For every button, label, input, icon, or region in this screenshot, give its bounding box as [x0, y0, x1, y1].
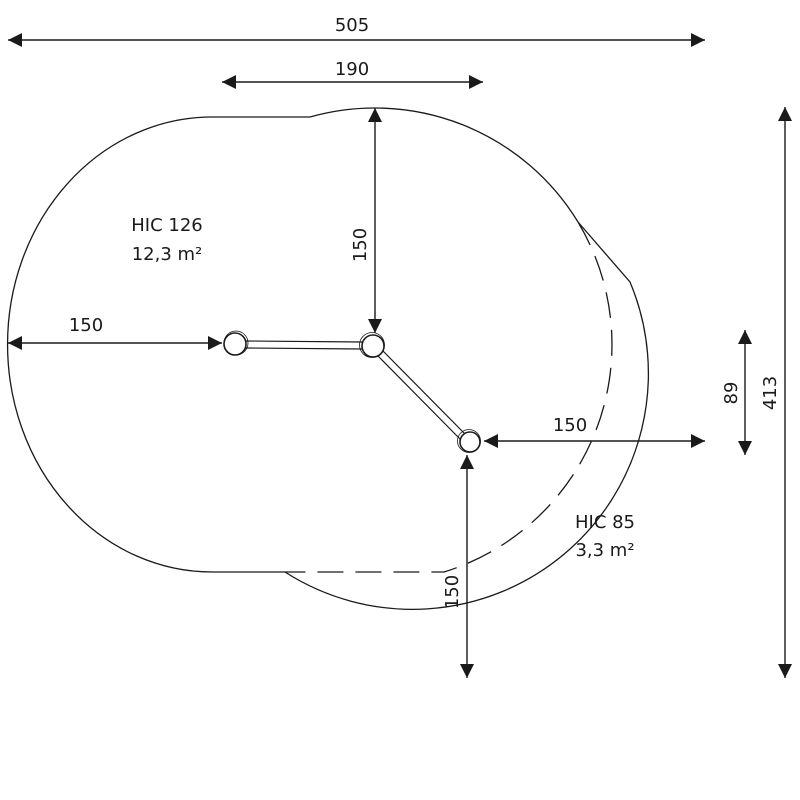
main-zone-outline — [6, 116, 310, 573]
dim-offset-label: 89 — [721, 382, 742, 405]
dim-radius-bottom-label: 150 — [442, 575, 463, 609]
main-zone-hic: HIC 126 — [131, 215, 203, 236]
dim-radius-top-label: 150 — [350, 228, 371, 262]
dim-total-depth-label: 413 — [760, 376, 781, 410]
post-center — [359, 332, 385, 358]
dim-radius-left-label: 150 — [69, 315, 103, 336]
dim-radius-right-label: 150 — [553, 415, 587, 436]
post-left — [223, 330, 249, 356]
secondary-zone-hic: HIC 85 — [575, 512, 635, 533]
main-zone-area: 12,3 m² — [132, 244, 203, 265]
post-right — [457, 429, 481, 453]
dashed-overlap-arc — [285, 221, 613, 573]
secondary-zone-outline — [284, 221, 649, 610]
beam-left — [244, 340, 363, 350]
secondary-zone-area: 3,3 m² — [575, 540, 634, 561]
beam-diagonal — [377, 350, 466, 440]
top-arc-outline — [309, 107, 579, 223]
dim-frame-width-label: 190 — [335, 59, 369, 80]
dim-total-width-label: 505 — [335, 15, 369, 36]
